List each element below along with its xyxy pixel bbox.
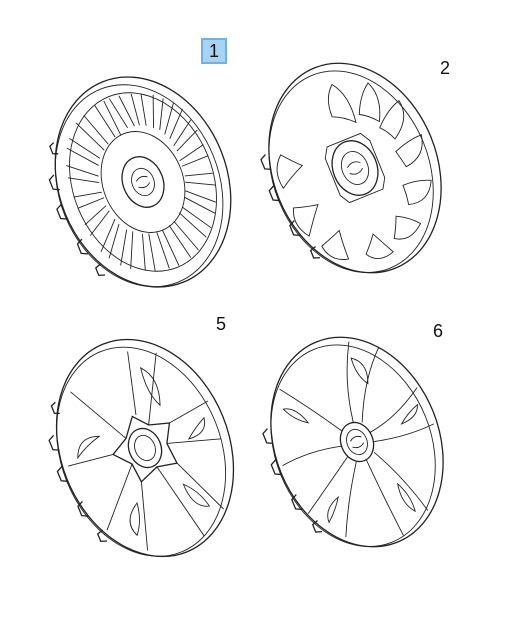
wheel-cover-2[interactable] bbox=[233, 37, 472, 301]
part-label-6[interactable]: 6 bbox=[433, 321, 444, 341]
wheel-cover-1[interactable] bbox=[19, 50, 261, 315]
part-label-2[interactable]: 2 bbox=[440, 58, 451, 78]
wheel-cover-5[interactable] bbox=[20, 313, 265, 586]
part-label-1[interactable]: 1 bbox=[201, 38, 228, 64]
part-label-5[interactable]: 5 bbox=[216, 314, 227, 334]
wheel-cover-6[interactable] bbox=[235, 311, 474, 575]
